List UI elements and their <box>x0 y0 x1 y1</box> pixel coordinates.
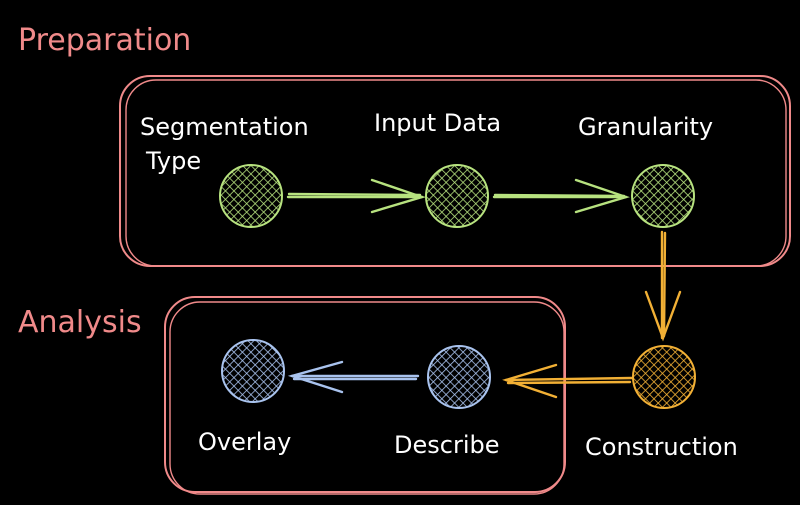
edge-describe-to-overlay <box>287 360 420 394</box>
analysis-group-label: Analysis <box>18 305 142 340</box>
node-overlay <box>221 339 285 403</box>
label-overlay: Overlay <box>198 428 291 456</box>
node-segmentation-type <box>219 164 283 228</box>
label-input-data: Input Data <box>374 109 501 137</box>
preparation-group-label: Preparation <box>18 23 191 58</box>
edge-granularity-to-construction <box>644 230 682 342</box>
node-input-data <box>425 164 489 228</box>
node-describe <box>427 345 491 409</box>
label-segmentation-line1: Segmentation <box>140 113 309 141</box>
analysis-group-box <box>164 296 566 495</box>
preparation-group-box <box>119 75 791 267</box>
edge-input-to-granularity <box>492 178 630 214</box>
label-construction: Construction <box>585 433 738 461</box>
edge-construction-to-describe <box>502 363 634 399</box>
node-granularity <box>631 164 695 228</box>
node-construction <box>632 345 696 409</box>
label-granularity: Granularity <box>578 113 713 141</box>
edge-segmentation-to-input <box>286 178 426 214</box>
label-segmentation-line2: Type <box>145 147 201 175</box>
label-describe: Describe <box>394 431 499 459</box>
